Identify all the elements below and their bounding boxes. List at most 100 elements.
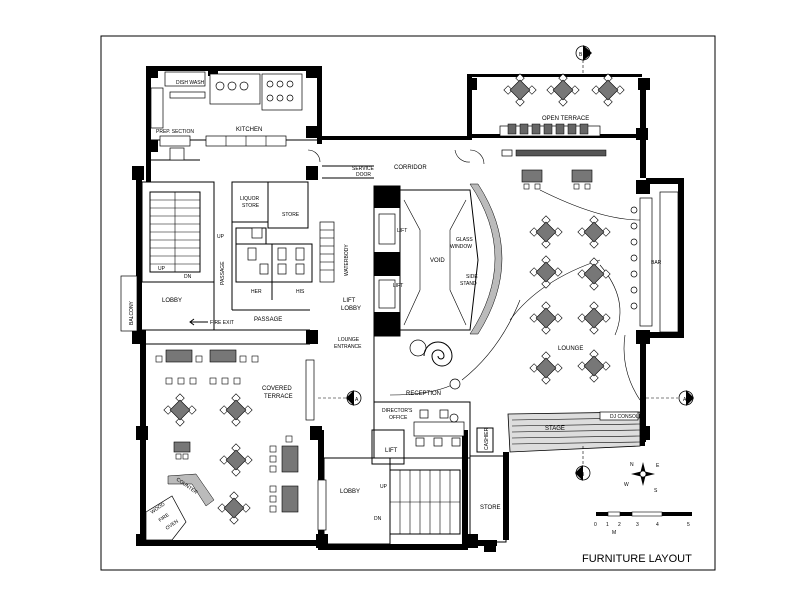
chair: [269, 495, 277, 503]
kitchen-label: KITCHEN: [236, 127, 262, 133]
chair: [163, 405, 173, 415]
chair: [155, 355, 163, 363]
section-b-bottom-label: B: [581, 472, 585, 478]
chair: [269, 465, 277, 473]
lounge-label: LOUNGE: [558, 346, 583, 352]
chair: [243, 455, 253, 465]
lift-lobby-label-2: LOBBY: [341, 306, 361, 312]
chair: [269, 485, 277, 493]
table: [535, 357, 557, 379]
chair: [553, 227, 563, 237]
chair: [603, 73, 613, 83]
table: [583, 263, 605, 285]
kitchen-area: DISH WASH PREP. SECTION KITCHEN: [150, 71, 317, 161]
cashier-label: CASHIER: [484, 427, 490, 450]
chair: [573, 183, 580, 190]
lift-mid-label: LIFT: [393, 283, 403, 289]
table: [169, 399, 191, 421]
chair: [589, 349, 599, 359]
chair: [229, 491, 239, 501]
drawing-border: [100, 35, 716, 571]
up-stair-label: UP: [158, 266, 166, 272]
chair: [269, 505, 277, 513]
chair: [601, 227, 611, 237]
chair: [541, 325, 551, 335]
side-stand-label-1: SIDE: [466, 274, 478, 280]
lobby-left-label: LOBBY: [162, 298, 182, 304]
chair: [219, 405, 229, 415]
chair: [603, 97, 613, 107]
directors-office-label-2: OFFICE: [389, 415, 408, 421]
table: [225, 449, 247, 471]
table: [535, 307, 557, 329]
passage-vertical-label: PASSAGE: [220, 261, 226, 285]
side-stand-label-2: STAND: [460, 281, 477, 287]
chair: [553, 313, 563, 323]
chair: [584, 183, 591, 190]
liquor-store-label-2: STORE: [242, 203, 260, 209]
table: [509, 79, 531, 101]
chair: [175, 453, 182, 460]
bar-label: BAR: [651, 260, 662, 266]
chair: [579, 123, 589, 135]
liquor-store-label-1: LIQUOR: [240, 196, 260, 202]
directors-office-label-1: DIRECTOR'S: [382, 408, 413, 414]
chair: [577, 361, 587, 371]
her-label: HER: [251, 289, 262, 295]
table: [535, 221, 557, 243]
chair: [217, 503, 227, 513]
section-marker-a-left: A: [318, 390, 362, 406]
section-marker-b-bottom: B: [575, 446, 591, 481]
chair: [231, 467, 241, 477]
lift-lobby-label-1: LIFT: [343, 298, 356, 304]
table: [583, 355, 605, 377]
chair: [182, 453, 189, 460]
his-label: HIS: [296, 289, 305, 295]
chair: [189, 377, 197, 385]
chair: [589, 239, 599, 249]
table: [165, 349, 193, 363]
chair: [231, 443, 241, 453]
scale-tick-4: 4: [656, 522, 659, 528]
stage-area: STAGE DJ CONSOLE: [507, 411, 643, 453]
table: [223, 497, 245, 519]
table: [597, 79, 619, 101]
chair: [558, 73, 568, 83]
stage-label: STAGE: [545, 426, 565, 432]
wood-fire-oven-label-2: FIRE: [158, 512, 171, 524]
chair: [546, 85, 556, 95]
chair: [589, 281, 599, 291]
chair: [601, 361, 611, 371]
lift-void-area: LIFT LIFT VOID GLASS WINDOW SIDE STAND L…: [334, 183, 503, 350]
lounge-area: LOUNGE OPEN TERRACE: [499, 116, 641, 401]
chair: [567, 123, 577, 135]
lounge-entrance-label-1: LOUNGE: [338, 337, 360, 343]
chair: [541, 351, 551, 361]
chair: [541, 239, 551, 249]
drawing-title: FURNITURE LAYOUT: [582, 553, 692, 565]
chair: [231, 417, 241, 427]
chair: [589, 257, 599, 267]
table: [583, 307, 605, 329]
scale-tick-5: 5: [687, 522, 690, 528]
covered-terrace-label-1: COVERED: [262, 386, 292, 392]
up-passage-label: UP: [217, 234, 225, 240]
lobby-bottom-label: LOBBY: [340, 489, 360, 495]
chair: [221, 377, 229, 385]
glass-window-label-2: WINDOW: [450, 244, 472, 250]
section-marker-a-right: A: [646, 390, 694, 406]
dj-console-label: DJ CONSOLE: [610, 414, 643, 420]
table: [281, 485, 299, 513]
chair: [219, 455, 229, 465]
table: [521, 169, 543, 183]
section-marker-b-top: B: [575, 45, 592, 74]
chair: [531, 123, 541, 135]
chair: [543, 123, 553, 135]
balcony-label: BALCONY: [129, 300, 135, 325]
chair: [507, 123, 517, 135]
chair: [241, 503, 251, 513]
lounge-entrance-label-2: ENTRANCE: [334, 344, 362, 350]
dish-wash-label: DISH WASH: [176, 80, 205, 86]
chair: [577, 227, 587, 237]
chair: [558, 97, 568, 107]
